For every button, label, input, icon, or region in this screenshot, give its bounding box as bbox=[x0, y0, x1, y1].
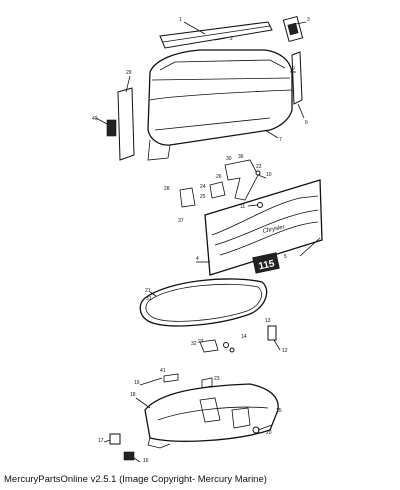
callout-14: 14 bbox=[241, 334, 247, 340]
engine-cowl-top bbox=[147, 49, 293, 161]
callout-26: 26 bbox=[216, 174, 222, 180]
callout-21: 21 bbox=[145, 288, 151, 294]
cowl-handle bbox=[282, 15, 304, 43]
left-side-bracket bbox=[106, 87, 135, 161]
callout-23: 23 bbox=[214, 376, 220, 382]
callout-6: 6 bbox=[305, 120, 308, 126]
callout-5: 5 bbox=[284, 254, 287, 260]
callout-31: 31 bbox=[146, 296, 152, 302]
callout-18: 18 bbox=[130, 392, 136, 398]
side-decal-panel: Chrysler 115 bbox=[204, 179, 323, 276]
callout-27: 27 bbox=[198, 339, 204, 345]
callout-13: 13 bbox=[265, 318, 271, 324]
callout-3: 3 bbox=[307, 17, 310, 23]
callout-20: 20 bbox=[266, 430, 272, 436]
latch-assembly bbox=[179, 159, 263, 208]
callout-19: 19 bbox=[134, 380, 140, 386]
callout-29: 29 bbox=[126, 70, 132, 76]
cowl-seal-ring bbox=[139, 278, 268, 327]
callout-10: 10 bbox=[266, 172, 272, 178]
callout-22: 22 bbox=[256, 164, 262, 170]
callout-labels: 1 2 3 5 6 7 9 10 11 12 13 14 15 16 17 18… bbox=[92, 17, 310, 464]
callout-2: 2 bbox=[230, 36, 233, 42]
image-caption: MercuryPartsOnline v2.5.1 (Image Copyrig… bbox=[4, 474, 267, 485]
callout-1: 1 bbox=[179, 17, 182, 23]
callout-7: 7 bbox=[279, 137, 282, 143]
callout-16: 16 bbox=[143, 458, 149, 464]
callout-12: 12 bbox=[282, 348, 288, 354]
callout-25: 25 bbox=[200, 194, 206, 200]
callout-15: 15 bbox=[276, 408, 282, 414]
callout-41: 41 bbox=[160, 368, 166, 374]
decal-brand-text: Chrysler bbox=[262, 224, 286, 235]
callout-36: 36 bbox=[238, 154, 244, 160]
top-trim-plate bbox=[159, 21, 273, 49]
callout-30: 30 bbox=[226, 156, 232, 162]
callout-24: 24 bbox=[200, 184, 206, 190]
callout-40: 40 bbox=[92, 116, 98, 122]
callout-32: 32 bbox=[191, 341, 197, 347]
bottom-small-parts bbox=[109, 433, 135, 461]
callout-28: 28 bbox=[164, 186, 170, 192]
decal-model-text: 115 bbox=[258, 258, 276, 272]
parts-diagram: Chrysler 115 bbox=[92, 15, 323, 464]
callout-4: 4 bbox=[196, 256, 199, 262]
callout-9: 9 bbox=[292, 66, 295, 72]
leader-lines bbox=[95, 21, 321, 463]
engine-cowl-bottom bbox=[144, 383, 279, 449]
right-side-bracket bbox=[291, 51, 303, 105]
callout-17: 17 bbox=[98, 438, 104, 444]
mid-hardware bbox=[163, 325, 277, 389]
callout-11: 11 bbox=[240, 204, 245, 210]
callout-37: 37 bbox=[178, 218, 184, 224]
